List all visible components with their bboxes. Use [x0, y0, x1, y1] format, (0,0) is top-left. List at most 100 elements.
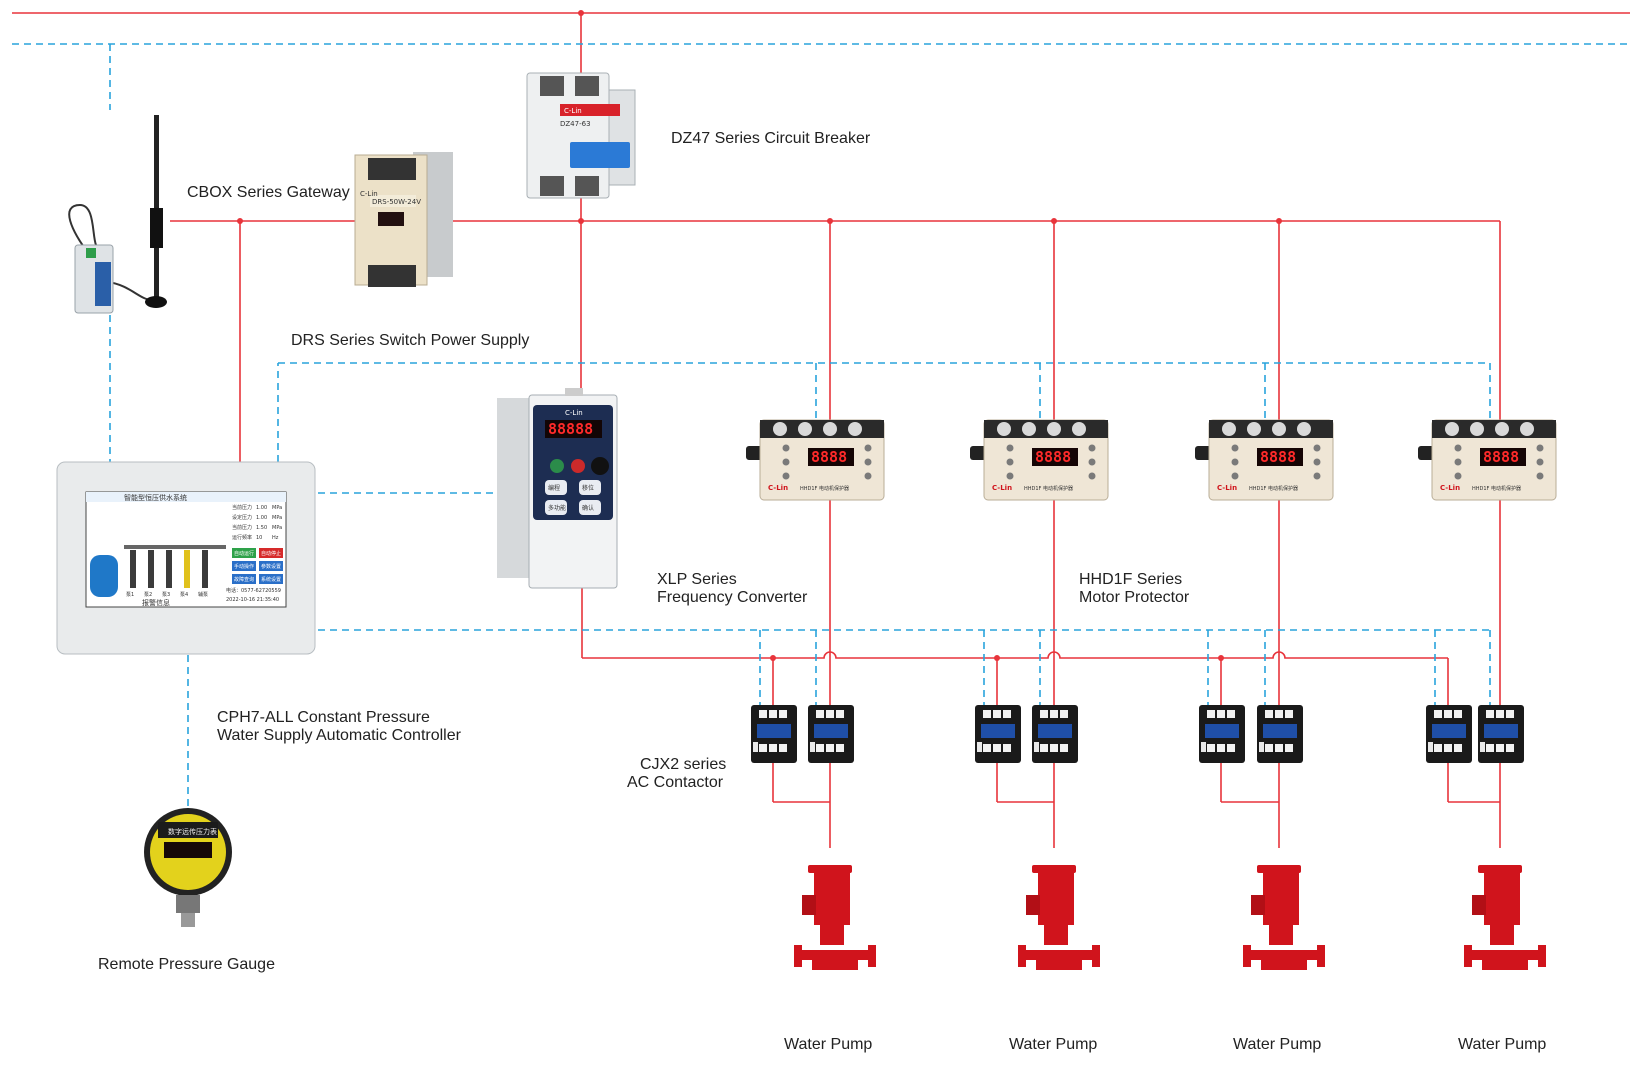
gateway-device [68, 115, 167, 314]
protector-model: HHD1F 电动机保护器 [1472, 485, 1521, 492]
ac-contactor-3 [975, 705, 1021, 763]
protector-button[interactable] [782, 472, 790, 480]
protector-button[interactable] [1454, 472, 1462, 480]
inverter-key[interactable] [545, 480, 567, 495]
switch-power-supply-device: DRS-50W-24V C-Lin [354, 152, 453, 287]
ac-contactor-5 [1199, 705, 1245, 763]
hmi-param-unit: MPa [272, 515, 282, 521]
hmi-param-unit: MPa [272, 505, 282, 511]
hmi-button[interactable] [259, 548, 283, 558]
protector-button[interactable] [864, 472, 872, 480]
protector-button[interactable] [1313, 444, 1321, 452]
hmi-param-name: 当前压力 [232, 524, 252, 531]
label-contactor-2: AC Contactor [627, 774, 724, 791]
gateway-antenna-cable [68, 203, 97, 259]
contactor-front [757, 724, 791, 738]
protector-button[interactable] [1006, 472, 1014, 480]
protector-button[interactable] [1088, 472, 1096, 480]
protector-button[interactable] [1536, 458, 1544, 466]
inverter-key[interactable] [545, 500, 567, 515]
hmi-button[interactable] [259, 574, 283, 584]
protector-button[interactable] [1231, 444, 1239, 452]
label-pressure-gauge: Remote Pressure Gauge [98, 956, 275, 973]
hmi-button-label: 自动停止 [261, 550, 281, 557]
inverter-keypad: 编程移位多功能确认 [545, 480, 601, 515]
pump-casing [800, 950, 870, 970]
ac-contactor-8 [1478, 705, 1524, 763]
inverter-brand: C-Lin [565, 409, 583, 417]
protector-button[interactable] [1454, 444, 1462, 452]
hmi-button-label: 手动操作 [234, 563, 254, 570]
ac-contactor-2 [808, 705, 854, 763]
water-pump-2 [1018, 865, 1100, 970]
protector-button[interactable] [1313, 472, 1321, 480]
contactor-front [1038, 724, 1072, 738]
inverter-key[interactable] [579, 500, 601, 515]
pump-cap [808, 865, 852, 873]
protector-brand: C-Lin [992, 484, 1012, 492]
protector-button[interactable] [1088, 458, 1096, 466]
hmi-param-unit: Hz [272, 535, 279, 541]
protector-display-bg [1257, 448, 1303, 466]
pump-cap [1478, 865, 1522, 873]
contactor-front [1484, 724, 1518, 738]
pump-coupling [1490, 925, 1514, 945]
signal-wiring [12, 43, 1630, 808]
water-pump-1 [794, 865, 876, 970]
protector-display: 8888 [1260, 448, 1296, 466]
protector-button[interactable] [1006, 458, 1014, 466]
power-supply-model: DRS-50W-24V [372, 198, 421, 206]
protector-button[interactable] [1231, 472, 1239, 480]
protector-display-bg [808, 448, 854, 466]
hmi-pump-label: 泵4 [180, 592, 188, 598]
protector-button[interactable] [1313, 458, 1321, 466]
pump-outlet-flange [1092, 945, 1100, 967]
hmi-button[interactable] [232, 574, 256, 584]
inverter-display: 88888 [548, 420, 593, 438]
water-pumps [794, 865, 1546, 970]
protector-button[interactable] [1536, 444, 1544, 452]
protector-button[interactable] [1088, 444, 1096, 452]
hmi-footer: 报警信息 [142, 598, 170, 607]
remote-pressure-gauge-device: 数字远传压力表 [144, 808, 232, 927]
label-gateway: CBOX Series Gateway [187, 184, 350, 201]
hmi-pump-label: 泵3 [162, 592, 170, 598]
hmi-button-label: 系统设置 [261, 576, 281, 583]
protector-button[interactable] [864, 444, 872, 452]
hmi-param-value: 1.00 [256, 505, 267, 511]
protector-button[interactable] [782, 458, 790, 466]
label-pump-4: Water Pump [1458, 1036, 1546, 1053]
label-pump-1: Water Pump [784, 1036, 872, 1053]
hmi-button[interactable] [232, 561, 256, 571]
label-circuit-breaker: DZ47 Series Circuit Breaker [671, 130, 871, 147]
hmi-button[interactable] [259, 561, 283, 571]
label-motor-protector-1: HHD1F Series [1079, 571, 1182, 588]
protector-button[interactable] [1454, 458, 1462, 466]
pump-coupling [1044, 925, 1068, 945]
hmi-button[interactable] [232, 548, 256, 558]
protector-button[interactable] [782, 444, 790, 452]
pump-outlet-flange [1538, 945, 1546, 967]
inverter-key-label: 确认 [582, 504, 594, 512]
protector-button[interactable] [864, 458, 872, 466]
pump-cap [1032, 865, 1076, 873]
pump-coupling [1269, 925, 1293, 945]
label-pump-3: Water Pump [1233, 1036, 1321, 1053]
inverter-key[interactable] [579, 480, 601, 495]
water-pump-4 [1464, 865, 1546, 970]
contactor-front [981, 724, 1015, 738]
hmi-param-value: 10 [256, 535, 262, 541]
protector-button[interactable] [1006, 444, 1014, 452]
contactor-front [1205, 724, 1239, 738]
ac-contactor-1 [751, 705, 797, 763]
protector-button[interactable] [1231, 458, 1239, 466]
hmi-param-value: 1.50 [256, 525, 267, 531]
hmi-param-name: 当前压力 [232, 504, 252, 511]
inverter-key-label: 多功能 [548, 504, 566, 512]
protector-button[interactable] [1536, 472, 1544, 480]
protector-brand: C-Lin [1217, 484, 1237, 492]
